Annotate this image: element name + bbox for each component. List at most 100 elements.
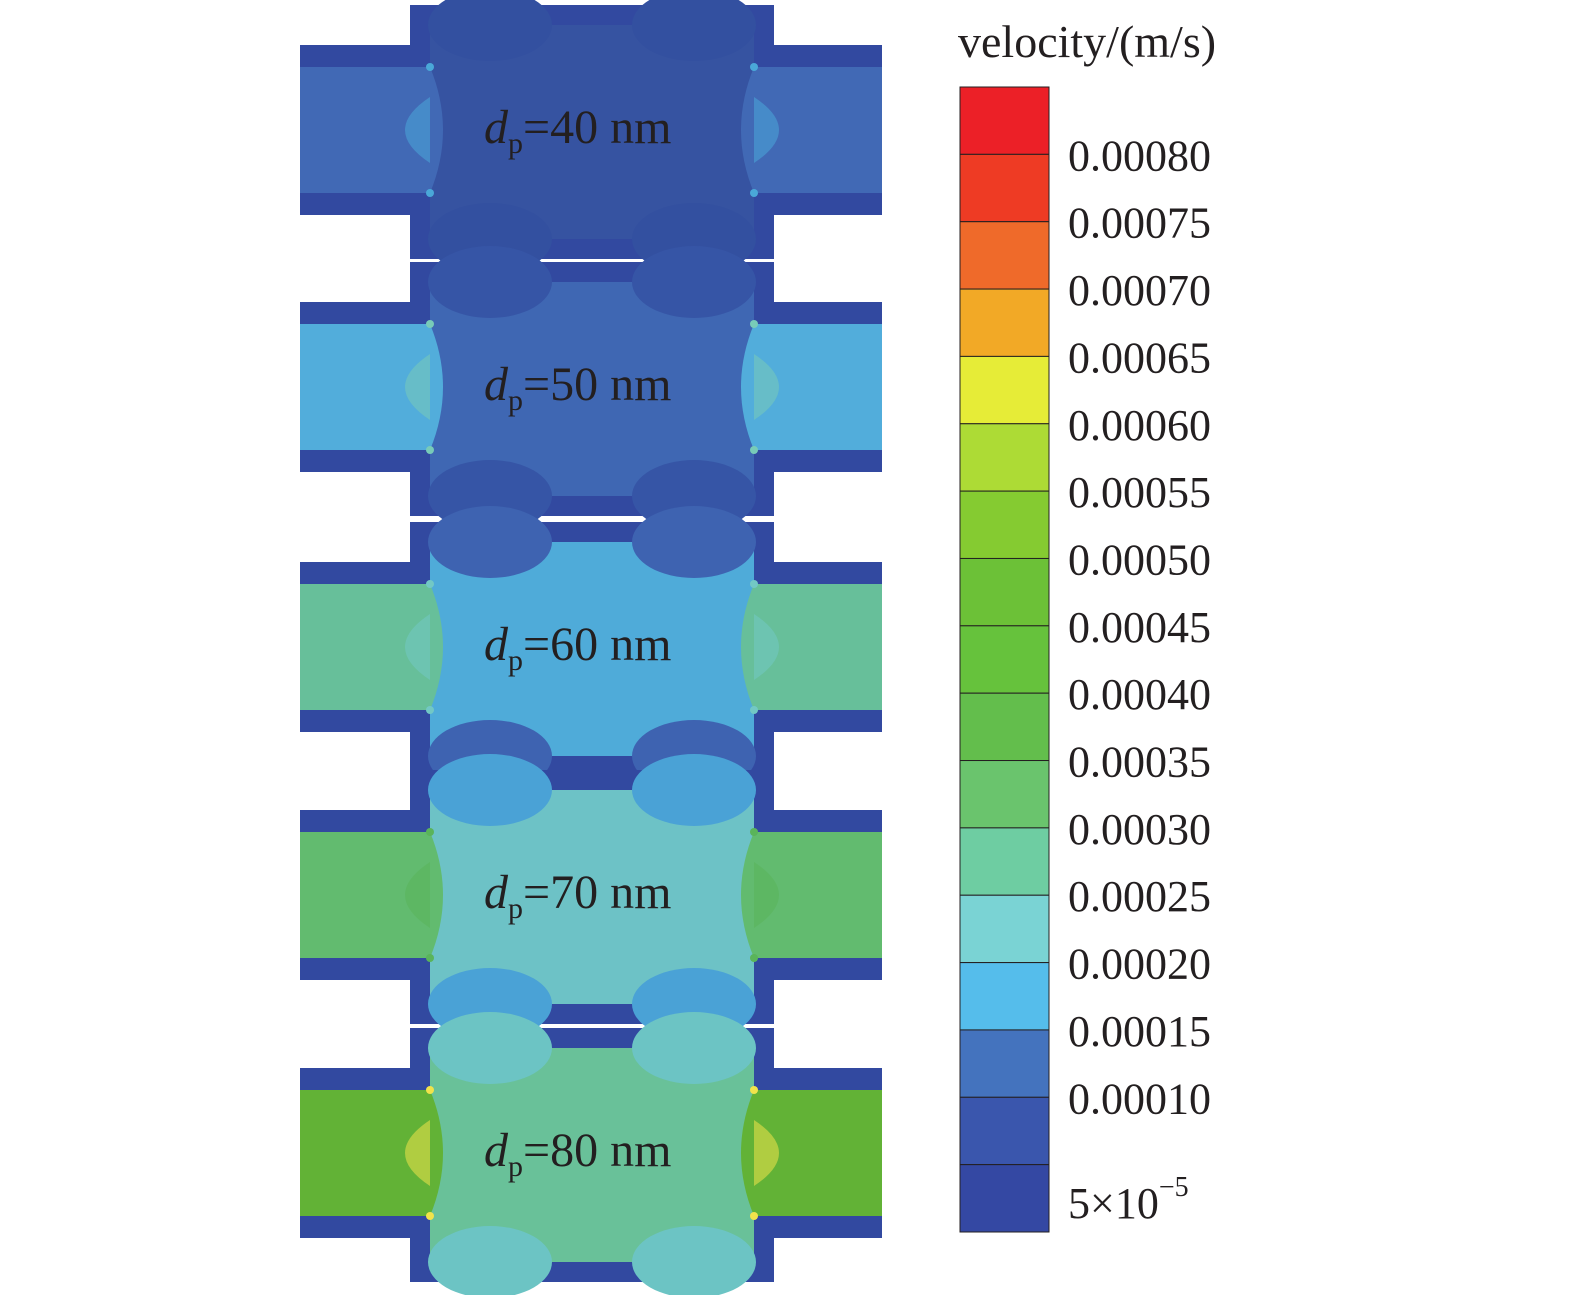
corner-hotspot-1 — [426, 1086, 434, 1094]
colorbar-tick-label: 0.00065 — [1068, 333, 1211, 382]
outlet-front — [741, 584, 754, 710]
corner-vortex-1 — [428, 0, 552, 61]
outlet-gradient-zone — [754, 862, 779, 928]
colorbar-tick-label: 0.00020 — [1068, 940, 1211, 989]
inlet-gradient-zone — [405, 614, 430, 680]
contour-panel-4: dp=70 nm — [300, 754, 882, 1040]
colorbar-tick-label: 0.00035 — [1068, 738, 1211, 787]
panel-label-value: =80 nm — [523, 1124, 671, 1177]
corner-vortex-2 — [632, 506, 756, 578]
outlet-front — [741, 832, 754, 958]
colorbar-band — [959, 894, 1050, 964]
panel-label-variable: d — [484, 1124, 509, 1177]
corner-hotspot-3 — [750, 320, 758, 328]
colorbar-tick-label: 0.00050 — [1068, 535, 1211, 584]
corner-hotspot-4 — [750, 954, 758, 962]
colorbar-band — [959, 760, 1050, 829]
colorbar-tick-label: 0.00015 — [1068, 1007, 1211, 1056]
panel-label-value: =50 nm — [523, 358, 671, 411]
corner-vortex-1 — [428, 506, 552, 578]
outlet-gradient-zone — [754, 1120, 779, 1186]
corner-hotspot-2 — [426, 446, 434, 454]
corner-hotspot-2 — [426, 189, 434, 197]
panel-label: dp=80 nm — [484, 1124, 671, 1183]
colorbar-band — [959, 1096, 1050, 1166]
inlet-gradient-zone — [405, 862, 430, 928]
colorbar-tick-label: 0.00010 — [1068, 1074, 1211, 1123]
corner-hotspot-2 — [426, 954, 434, 962]
corner-hotspot-1 — [426, 580, 434, 588]
colorbar-band — [959, 1164, 1050, 1233]
colorbar-band — [959, 827, 1050, 896]
inlet-gradient-zone — [405, 1120, 430, 1186]
contour-panel-1: dp=40 nm — [300, 0, 882, 275]
panel-label-subscript: p — [508, 892, 523, 925]
colorbar-band — [959, 86, 1050, 155]
corner-hotspot-4 — [750, 706, 758, 714]
corner-vortex-1 — [428, 754, 552, 826]
panel-label-variable: d — [484, 866, 509, 919]
corner-hotspot-3 — [750, 1086, 758, 1094]
colorbar-band — [959, 153, 1050, 223]
contour-panel-3: dp=60 nm — [300, 506, 882, 792]
colorbar-band — [959, 490, 1050, 559]
colorbar-tick-label: 0.00070 — [1068, 266, 1211, 315]
panel-label-value: =60 nm — [523, 618, 671, 671]
contour-panel-5: dp=80 nm — [300, 1012, 882, 1295]
inlet-front — [430, 1090, 443, 1216]
inlet-gradient-zone — [405, 97, 430, 163]
panel-label: dp=70 nm — [484, 866, 671, 925]
colorbar-tick-label: 0.00045 — [1068, 603, 1211, 652]
panel-label-variable: d — [484, 358, 509, 411]
colorbar-min-exponent: −5 — [1159, 1172, 1189, 1203]
colorbar-band — [959, 557, 1050, 627]
corner-hotspot-3 — [750, 828, 758, 836]
outlet-front — [741, 324, 754, 450]
panel-label-subscript: p — [508, 1150, 523, 1183]
corner-hotspot-3 — [750, 63, 758, 71]
colorbar-band — [959, 625, 1050, 694]
panel-label-variable: d — [484, 101, 509, 154]
corner-hotspot-2 — [426, 706, 434, 714]
colorbar-min-base: 5×10 — [1068, 1179, 1159, 1228]
outlet-gradient-zone — [754, 614, 779, 680]
colorbar-band — [959, 692, 1050, 762]
inlet-front — [430, 324, 443, 450]
colorbar-tick-label: 0.00025 — [1068, 872, 1211, 921]
corner-hotspot-1 — [426, 320, 434, 328]
corner-vortex-2 — [632, 246, 756, 318]
corner-vortex-1 — [428, 1012, 552, 1084]
colorbar: velocity/(m/s) 0.000800.000750.000700.00… — [958, 16, 1216, 1233]
corner-hotspot-4 — [750, 446, 758, 454]
colorbar-tick-label: 0.00080 — [1068, 131, 1211, 180]
colorbar-tick-label: 0.00055 — [1068, 468, 1211, 517]
corner-hotspot-3 — [750, 580, 758, 588]
colorbar-band — [959, 962, 1050, 1031]
contour-panel-2: dp=50 nm — [300, 246, 882, 532]
colorbar-tick-label: 0.00060 — [1068, 401, 1211, 450]
outlet-front — [741, 67, 754, 193]
colorbar-band — [959, 288, 1050, 357]
corner-hotspot-2 — [426, 1212, 434, 1220]
panel-label: dp=50 nm — [484, 358, 671, 417]
inlet-front — [430, 584, 443, 710]
colorbar-tick-label: 0.00030 — [1068, 805, 1211, 854]
corner-hotspot-1 — [426, 63, 434, 71]
colorbar-band — [959, 221, 1050, 290]
colorbar-title: velocity/(m/s) — [958, 16, 1216, 67]
colorbar-bands — [959, 86, 1050, 1233]
corner-hotspot-4 — [750, 189, 758, 197]
panel-label-value: =70 nm — [523, 866, 671, 919]
panel-label-subscript: p — [508, 644, 523, 677]
colorbar-band — [959, 423, 1050, 492]
panel-label-subscript: p — [508, 127, 523, 160]
colorbar-band — [959, 1029, 1050, 1098]
corner-hotspot-4 — [750, 1212, 758, 1220]
colorbar-tick-label: 0.00040 — [1068, 670, 1211, 719]
outlet-gradient-zone — [754, 97, 779, 163]
colorbar-band — [959, 355, 1050, 425]
corner-vortex-2 — [632, 754, 756, 826]
panel-label: dp=60 nm — [484, 618, 671, 677]
panel-label-value: =40 nm — [523, 101, 671, 154]
